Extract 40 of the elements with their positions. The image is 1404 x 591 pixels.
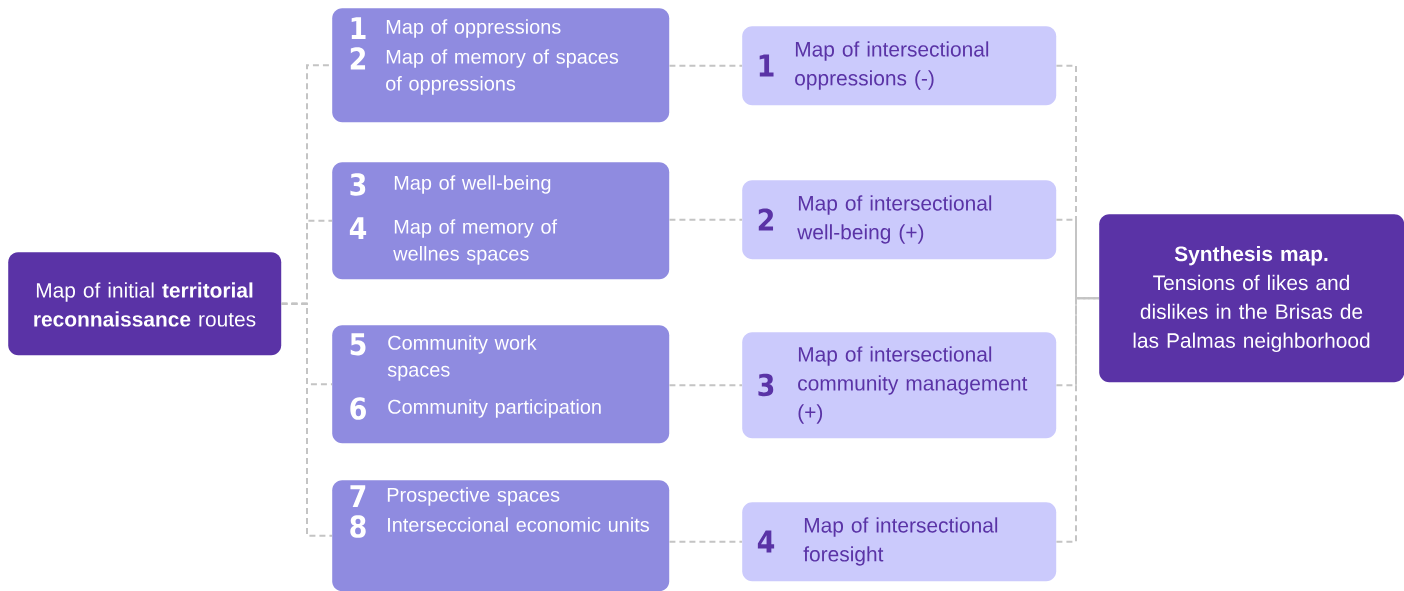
step-number: 3 bbox=[350, 173, 366, 196]
connector-line bbox=[668, 540, 743, 543]
step-number: 8 bbox=[350, 515, 366, 538]
connector-line bbox=[668, 218, 743, 221]
map-box bbox=[742, 502, 1057, 582]
map-item: Map of oppressions bbox=[386, 19, 561, 38]
connector-line bbox=[668, 384, 743, 387]
connector-line bbox=[668, 64, 743, 67]
step-number: 1 bbox=[759, 54, 774, 77]
connector-line bbox=[280, 302, 333, 537]
map-item: Map of well-being bbox=[394, 175, 551, 194]
step-number: 3 bbox=[758, 373, 774, 397]
map-item: Map of memory of wellnes spaces bbox=[393, 219, 558, 265]
step-number: 2 bbox=[350, 47, 366, 70]
step-number: 4 bbox=[349, 217, 367, 239]
step-number: 1 bbox=[351, 17, 366, 39]
map-title: Map of intersectional community management (+) bbox=[798, 346, 1028, 424]
connector-line bbox=[1055, 297, 1100, 543]
map-item: Map of memory of spaces of oppressions bbox=[386, 49, 619, 95]
map-group-box bbox=[332, 162, 670, 280]
map-box: Map of initial territorial reconnaissance routes bbox=[8, 252, 282, 356]
map-box bbox=[742, 332, 1057, 439]
map-box bbox=[742, 180, 1057, 260]
map-group-box bbox=[332, 8, 670, 123]
step-number: 2 bbox=[758, 208, 774, 231]
map-item: Interseccional economic units bbox=[388, 517, 649, 532]
map-item: Prospective spaces bbox=[387, 487, 560, 506]
step-number: 7 bbox=[350, 485, 366, 507]
map-title: Map of intersectional oppressions (-) bbox=[795, 41, 989, 90]
step-number: 4 bbox=[757, 530, 775, 553]
map-box: Synthesis map. Tensions of likes and dislikes in the Brisas de las Palmas neighborhood bbox=[1099, 214, 1404, 383]
map-item: Community work spaces bbox=[387, 335, 537, 381]
map-title: Map of intersectional foresight bbox=[803, 517, 998, 566]
map-group-box bbox=[332, 325, 670, 444]
step-number: 6 bbox=[350, 397, 366, 420]
map-title: Map of intersectional well-being (+) bbox=[797, 195, 992, 244]
step-number: 5 bbox=[350, 333, 366, 356]
map-group-box bbox=[332, 480, 670, 591]
map-item: Community participation bbox=[388, 399, 601, 418]
map-box bbox=[742, 26, 1057, 106]
